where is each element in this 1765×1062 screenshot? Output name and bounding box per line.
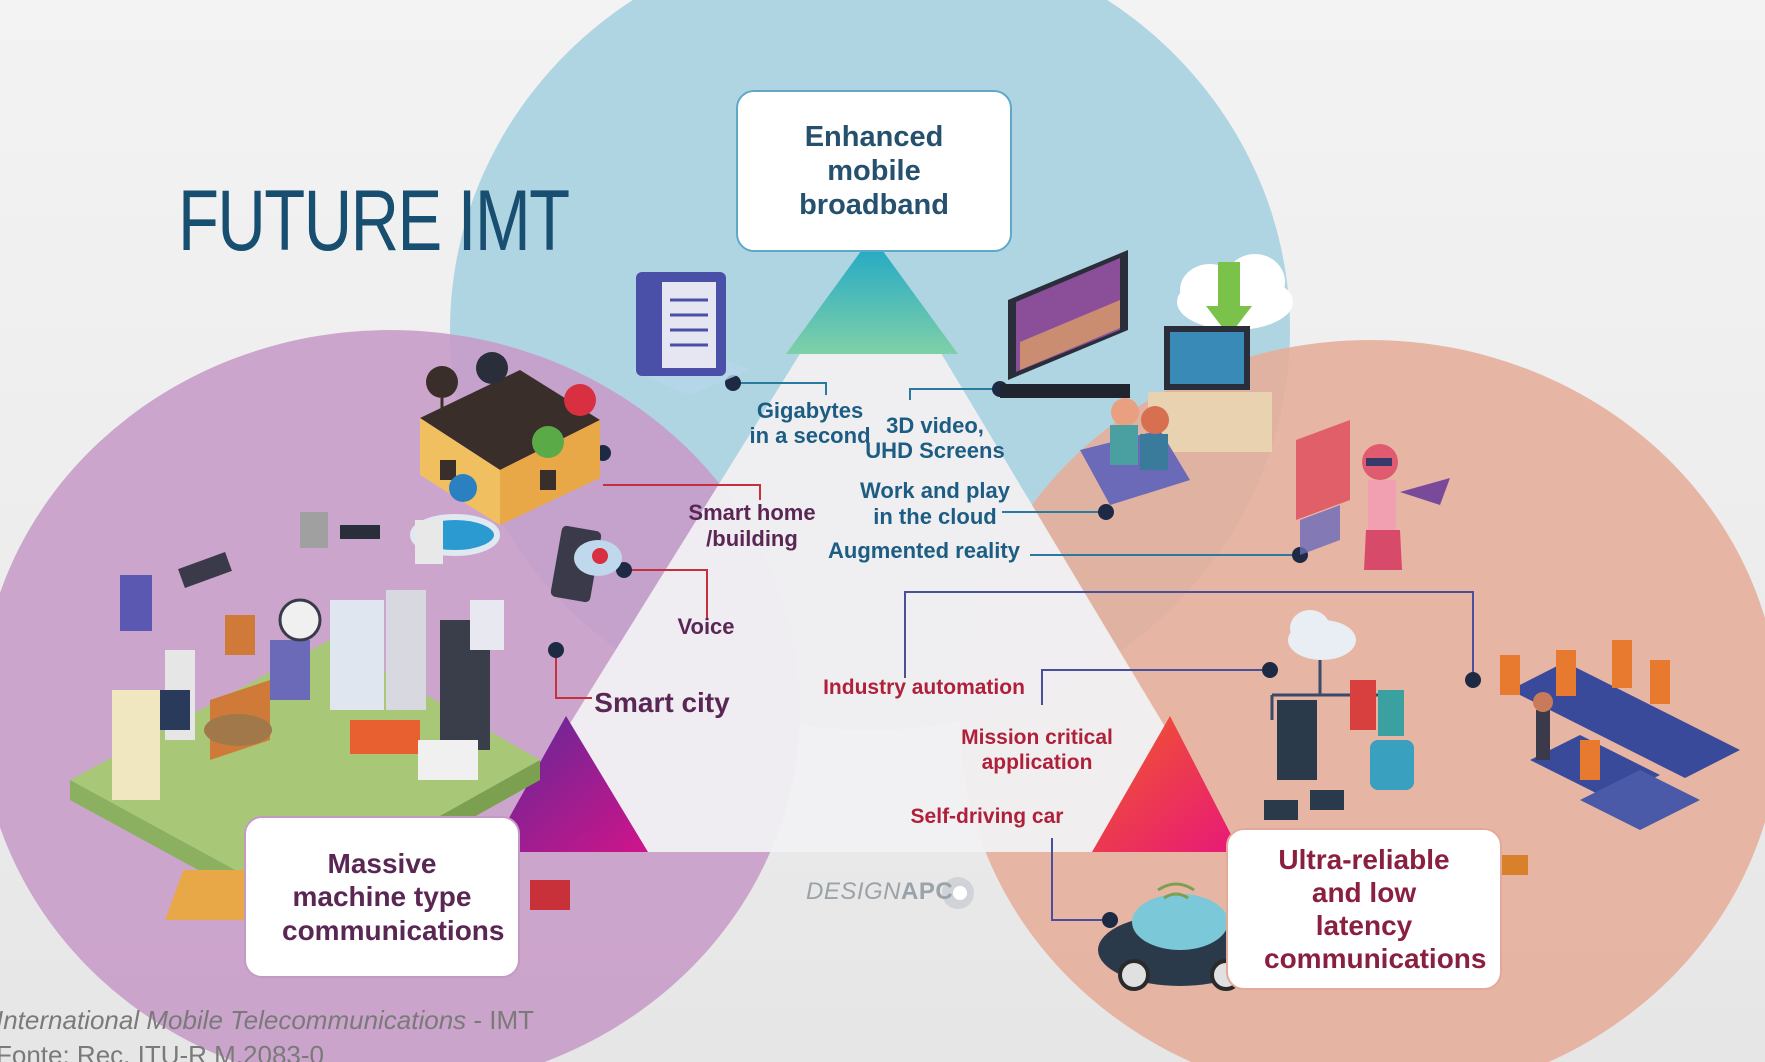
tv-icon <box>1000 250 1130 398</box>
label-3d-video-1: 3D video, <box>886 413 984 438</box>
embb-node-label: Enhanced mobile broadband <box>799 120 949 222</box>
label-self-driving-car: Self-driving car <box>911 805 1064 828</box>
embb-node-box: Enhanced mobile broadband <box>736 90 1012 252</box>
label-mission-critical-1: Mission critical <box>961 726 1113 749</box>
vr-headset-icon <box>1296 420 1450 570</box>
cloud-network-icon <box>1264 610 1414 820</box>
designapc-logo-icon <box>942 877 974 909</box>
urllc-corner-triangle <box>1092 716 1240 852</box>
label-smart-home-2: /building <box>706 526 798 551</box>
phone-icon <box>550 525 622 603</box>
footer-source: Fonte: Rec. ITU-R M.2083-0 <box>0 1040 324 1062</box>
watermark-prefix: DESIGN <box>806 878 902 905</box>
label-gigabytes-1: Gigabytes <box>757 398 863 423</box>
label-work-play-1: Work and play <box>860 478 1011 503</box>
mmtc-node-box: Massive machine type communications <box>244 816 520 978</box>
embb-connectors <box>733 382 1300 556</box>
footer-caption-italic: International Mobile Telecommunications <box>0 1005 467 1035</box>
factory-robot-icon <box>1500 640 1740 875</box>
mmtc-connectors <box>555 484 761 699</box>
embb-corner-triangle <box>786 236 958 354</box>
label-gigabytes-2: in a second <box>749 423 870 448</box>
label-3d-video-2: UHD Screens <box>865 438 1004 463</box>
cloud-streaming-icon <box>1080 254 1293 505</box>
mmtc-corner-triangle <box>490 716 648 852</box>
label-industry-automation: Industry automation <box>823 676 1025 699</box>
watermark: DESIGNAPC <box>806 878 953 906</box>
urllc-node-box: Ultra-reliable and low latency communica… <box>1226 828 1502 990</box>
label-smart-city: Smart city <box>594 687 730 718</box>
footer-caption-rest: - IMT <box>466 1005 535 1035</box>
label-augmented-reality: Augmented reality <box>828 538 1021 563</box>
urllc-node-label: Ultra-reliable and low latency communica… <box>1264 843 1487 975</box>
footer-caption: International Mobile Telecommunications … <box>0 1005 534 1036</box>
label-smart-home-1: Smart home <box>688 500 815 525</box>
central-triangle <box>490 238 1240 852</box>
label-voice: Voice <box>677 614 734 639</box>
urllc-connectors <box>904 591 1474 921</box>
watermark-suffix: APC <box>901 878 954 905</box>
car-icon <box>1098 882 1262 991</box>
label-work-play-2: in the cloud <box>873 504 996 529</box>
label-mission-critical-2: application <box>982 751 1093 774</box>
page-title: FUTURE IMT <box>178 173 570 269</box>
server-icon <box>630 272 750 395</box>
mmtc-node-label: Massive machine type communications <box>282 848 505 946</box>
